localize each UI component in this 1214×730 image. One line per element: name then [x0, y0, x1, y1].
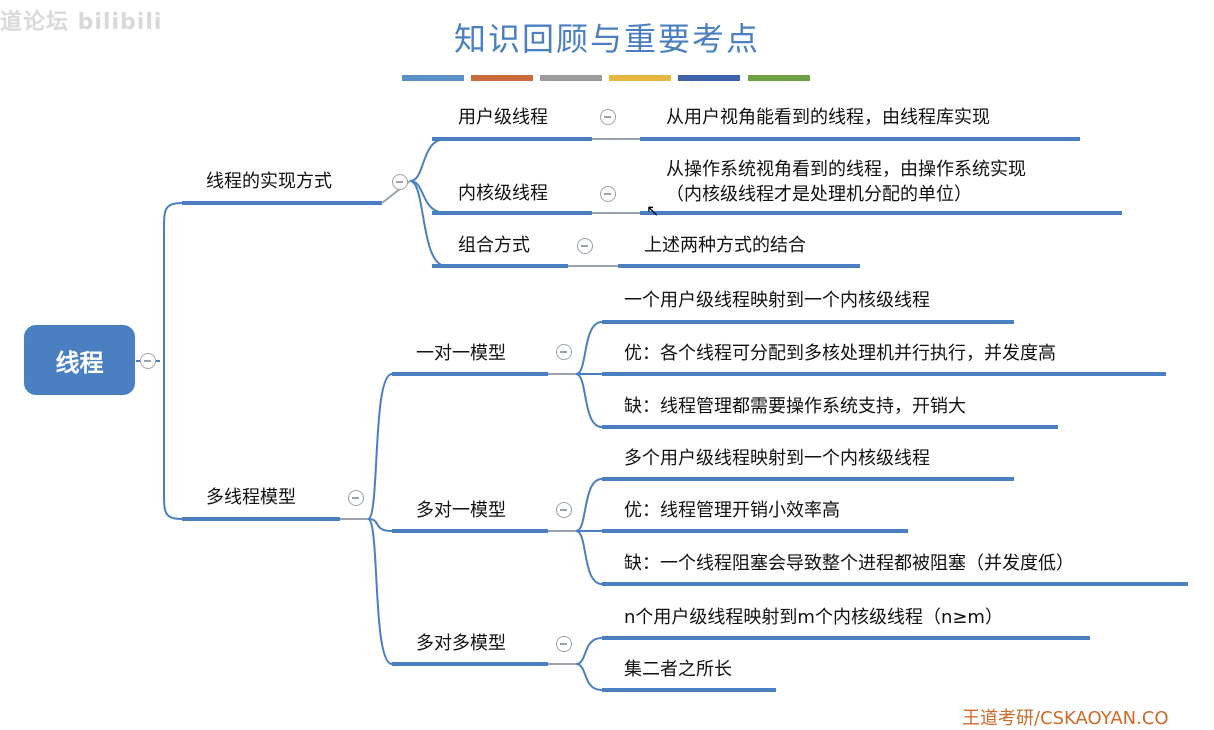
mouse-cursor-icon: ↖: [646, 201, 660, 220]
collapse-many-to-one-icon[interactable]: [556, 502, 572, 518]
leaf-many-to-one-3: 缺：一个线程阻塞会导致整个进程都被阻塞（并发度低）: [624, 553, 1074, 574]
node-implementation[interactable]: 线程的实现方式: [206, 171, 332, 192]
color-bar-segment-2: [471, 75, 533, 81]
collapse-kernel-level-icon[interactable]: [600, 186, 616, 202]
root-node[interactable]: 线程: [24, 325, 135, 395]
collapse-implementation-icon[interactable]: [392, 174, 408, 190]
color-bar-segment-5: [678, 75, 740, 81]
desc-user-level: 从用户视角能看到的线程，由线程库实现: [666, 107, 990, 128]
desc-combined: 上述两种方式的结合: [644, 235, 806, 256]
node-combined[interactable]: 组合方式: [458, 235, 530, 256]
watermark-top: 道论坛 bilibili: [0, 10, 163, 35]
color-bar-segment-6: [748, 75, 810, 81]
page-title: 知识回顾与重要考点: [453, 20, 760, 58]
leaf-many-to-one-1: 多个用户级线程映射到一个内核级线程: [624, 448, 930, 469]
color-bar-segment-3: [540, 75, 602, 81]
color-bar-segment-1: [402, 75, 464, 81]
leaf-many-to-many-2: 集二者之所长: [624, 659, 732, 680]
node-models[interactable]: 多线程模型: [206, 487, 296, 508]
node-many-to-one[interactable]: 多对一模型: [416, 500, 506, 521]
collapse-combined-icon[interactable]: [577, 238, 593, 254]
node-many-to-many[interactable]: 多对多模型: [416, 633, 506, 654]
collapse-user-level-icon[interactable]: [600, 109, 616, 125]
leaf-one-to-one-2: 优：各个线程可分配到多核处理机并行执行，并发度高: [624, 343, 1056, 364]
collapse-models-icon[interactable]: [348, 490, 364, 506]
collapse-root-icon[interactable]: [140, 353, 156, 369]
collapse-one-to-one-icon[interactable]: [556, 344, 572, 360]
leaf-many-to-one-2: 优：线程管理开销小效率高: [624, 500, 840, 521]
desc-kernel-level-2: （内核级线程才是处理机分配的单位）: [666, 184, 972, 205]
watermark-bottom: 王道考研/CSKAOYAN.CO: [962, 708, 1169, 729]
leaf-one-to-one-3: 缺：线程管理都需要操作系统支持，开销大: [624, 396, 966, 417]
node-kernel-level[interactable]: 内核级线程: [458, 183, 548, 204]
node-user-level[interactable]: 用户级线程: [458, 107, 548, 128]
collapse-many-to-many-icon[interactable]: [556, 636, 572, 652]
leaf-one-to-one-1: 一个用户级线程映射到一个内核级线程: [624, 290, 930, 311]
node-one-to-one[interactable]: 一对一模型: [416, 343, 506, 364]
leaf-many-to-many-1: n个用户级线程映射到m个内核级线程（n≥m）: [624, 607, 1003, 628]
desc-kernel-level-1: 从操作系统视角看到的线程，由操作系统实现: [666, 159, 1026, 180]
color-bar-segment-4: [609, 75, 671, 81]
